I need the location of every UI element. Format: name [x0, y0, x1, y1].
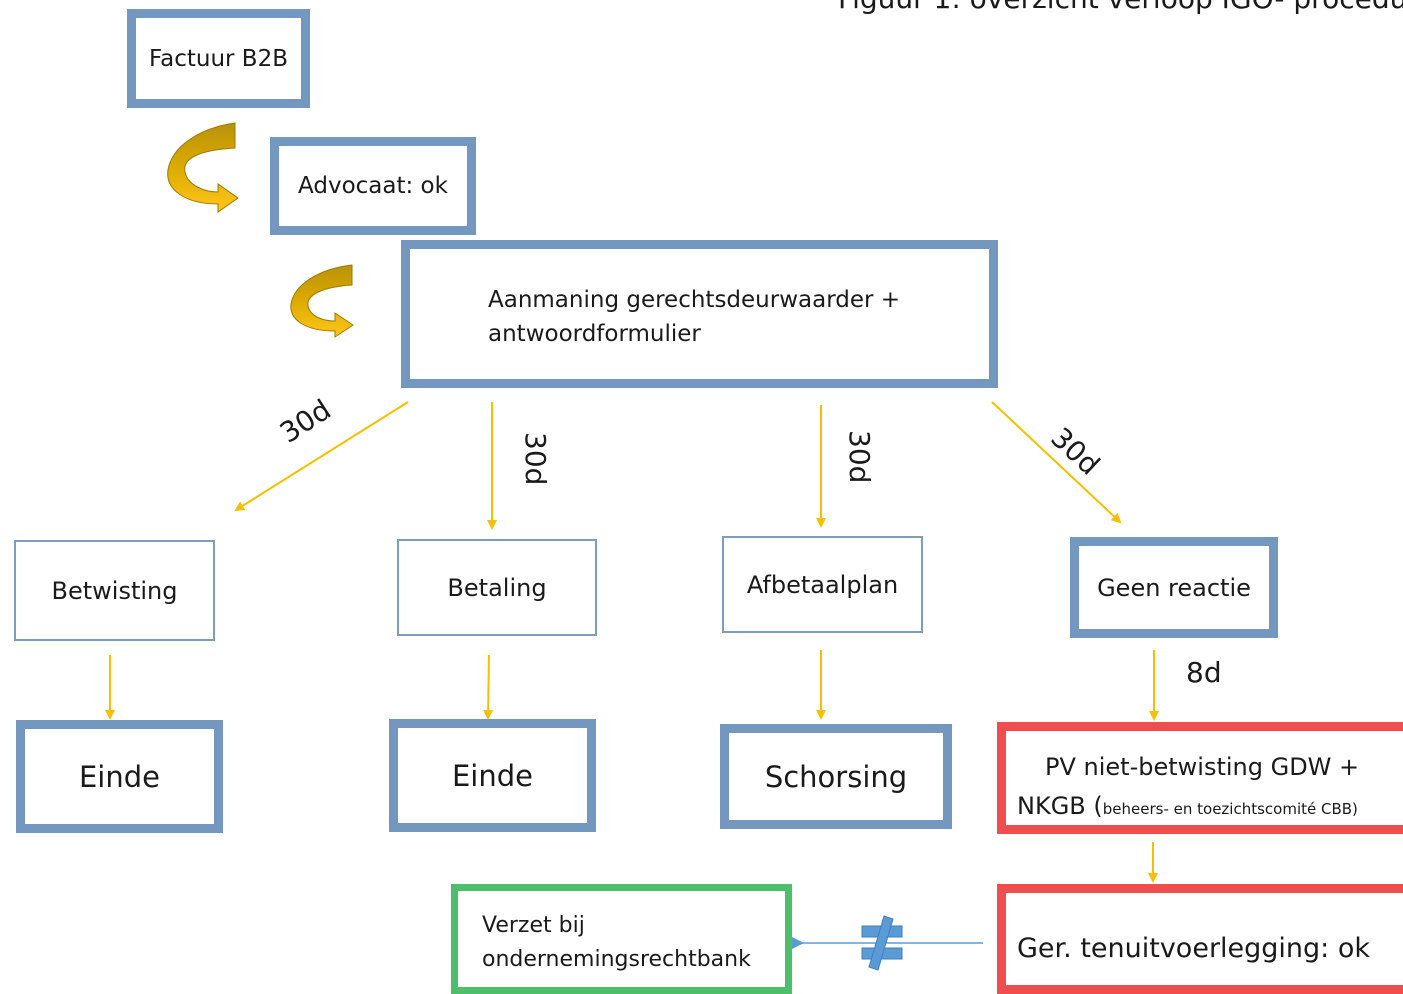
not-equal-icon — [861, 915, 903, 971]
node-factuur-label: Factuur B2B — [149, 45, 288, 72]
node-einde-2: Einde — [389, 719, 596, 832]
edge-label-8d: 8d — [1186, 656, 1222, 689]
node-afbetaalplan: Afbetaalplan — [722, 536, 923, 633]
node-einde-1-label: Einde — [78, 759, 160, 794]
node-einde-2-label: Einde — [451, 758, 533, 793]
node-pv-line2: NKGB (beheers- en toezichtscomité CBB) — [1017, 792, 1358, 820]
node-pv-niet-betwisting: PV niet-betwisting GDW + NKGB (beheers- … — [997, 722, 1403, 834]
edge-label-30d-afbetaalplan: 30d — [843, 430, 876, 484]
node-ger-tenuitvoerlegging: Ger. tenuitvoerlegging: ok — [997, 884, 1403, 994]
arrow-to-einde-2 — [483, 654, 494, 720]
node-verzet-line1: Verzet bij — [482, 913, 585, 938]
node-aanmaning-line1: Aanmaning gerechtsdeurwaarder + — [488, 287, 901, 313]
node-einde-1: Einde — [16, 720, 223, 833]
node-schorsing-label: Schorsing — [764, 759, 908, 794]
arrow-to-betwisting — [234, 401, 409, 512]
figure-caption: Figuur 1: overzicht verloop IGO- procedu… — [838, 0, 1403, 15]
node-ger-label: Ger. tenuitvoerlegging: ok — [1017, 933, 1371, 964]
node-aanmaning-line2: antwoordformulier — [488, 321, 701, 347]
node-pv-line2-small: beheers- en toezichtscomité CBB) — [1102, 800, 1358, 818]
node-verzet: Verzet bij ondernemingsrechtbank — [451, 884, 792, 994]
node-afbetaalplan-label: Afbetaalplan — [746, 570, 899, 599]
node-betwisting-label: Betwisting — [51, 576, 178, 605]
arrow-to-geen-reactie — [991, 401, 1122, 524]
node-betaling: Betaling — [397, 539, 597, 636]
node-advocaat-label: Advocaat: ok — [298, 173, 448, 199]
node-betwisting: Betwisting — [14, 540, 215, 641]
curved-arrow-icon — [167, 122, 239, 213]
node-betaling-label: Betaling — [447, 573, 547, 602]
node-factuur-b2b: Factuur B2B — [127, 9, 310, 108]
node-pv-line1: PV niet-betwisting GDW + — [1045, 753, 1360, 781]
edge-label-30d-betaling: 30d — [519, 432, 552, 486]
node-schorsing: Schorsing — [720, 724, 952, 829]
node-aanmaning: Aanmaning gerechtsdeurwaarder + antwoord… — [401, 240, 998, 388]
node-verzet-line2: ondernemingsrechtbank — [482, 947, 751, 972]
node-pv-line2-main: NKGB ( — [1017, 792, 1103, 820]
node-geen-reactie: Geen reactie — [1070, 537, 1278, 638]
node-geen-reactie-label: Geen reactie — [1097, 573, 1251, 602]
curved-arrow-icon — [290, 264, 354, 338]
node-advocaat: Advocaat: ok — [270, 137, 476, 235]
